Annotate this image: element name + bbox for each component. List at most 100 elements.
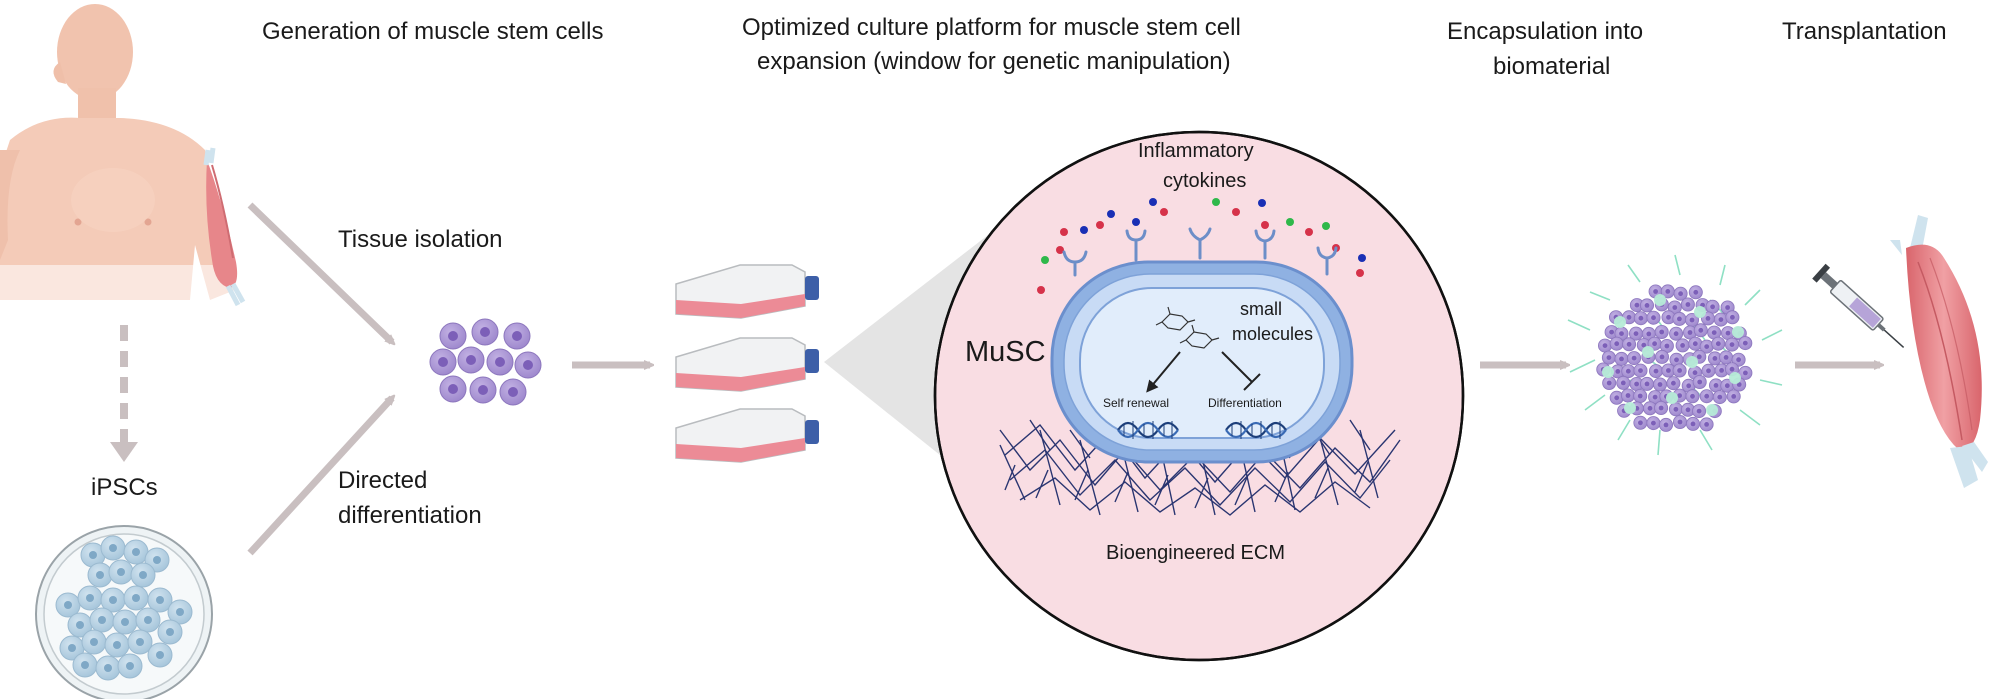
muscle-icon [1890, 215, 1988, 488]
encapsulated-cell-nucleus [1743, 370, 1748, 376]
encapsulated-cell-nucleus [1663, 422, 1669, 428]
encapsulated-cell-nucleus [1690, 393, 1695, 399]
encapsulated-cell-nucleus [1715, 341, 1721, 347]
encapsulated-cell-nucleus [1671, 380, 1676, 386]
muscle-stem-cell-cluster [429, 318, 542, 406]
encapsulated-cell-nucleus [1736, 382, 1742, 387]
heading-transplantation: Transplantation [1782, 18, 1947, 45]
label-directed-line2: differentiation [338, 502, 482, 529]
heading-generation: Generation of muscle stem cells [262, 18, 604, 45]
encapsulated-cell-nucleus [1687, 330, 1693, 335]
label-small-molecules-line2: molecules [1232, 324, 1314, 344]
encapsulated-cell-nucleus [1705, 316, 1711, 321]
encapsulated-cell-nucleus [1725, 330, 1731, 336]
encapsulated-cell-nucleus [1641, 342, 1647, 348]
encapsulated-cell-nucleus [1697, 379, 1703, 385]
encapsulated-cell-nucleus [1730, 314, 1735, 320]
encapsulated-cell-nucleus [1646, 331, 1652, 337]
encapsulated-cell-nucleus [1647, 405, 1653, 411]
label-inflammatory-line2: cytokines [1163, 170, 1247, 192]
label-bioengineered-ecm: Bioengineered ECM [1106, 542, 1285, 564]
encapsulated-cell-nucleus [1614, 341, 1620, 347]
encapsulated-cell-nucleus [1674, 357, 1679, 363]
encapsulated-cell-nucleus [1689, 317, 1695, 323]
encapsulated-cell-nucleus [1633, 331, 1639, 336]
encapsulated-cell-nucleus [1678, 291, 1683, 297]
encapsulated-cell-nucleus [1673, 406, 1679, 412]
encapsulated-cell-nucleus [1665, 289, 1671, 294]
encapsulated-cell-nucleus [1666, 368, 1671, 373]
encapsulated-cell-nucleus [1712, 356, 1718, 361]
gel-nodes [1602, 294, 1744, 416]
encapsulated-cell-nucleus [1724, 383, 1730, 389]
encapsulated-cell-nucleus [1602, 343, 1608, 348]
musc-nucleus [1079, 287, 1325, 439]
encapsulated-cell-nucleus [1619, 331, 1624, 336]
encapsulated-cell-nucleus [1677, 316, 1682, 322]
encapsulated-cell-nucleus [1696, 408, 1702, 414]
encapsulated-cell-nucleus [1723, 355, 1729, 360]
encapsulated-cell-nucleus [1606, 380, 1612, 386]
encapsulated-cell-nucleus [1638, 420, 1643, 426]
syringe-icon [1812, 263, 1905, 349]
encapsulated-cell-nucleus [1680, 343, 1685, 348]
arrow-directed-differentiation [247, 398, 392, 556]
encapsulated-cell-nucleus [1677, 419, 1683, 425]
encapsulated-cell-nucleus [1685, 302, 1691, 307]
encapsulated-cell-nucleus [1711, 330, 1717, 335]
encapsulated-cell-nucleus [1619, 356, 1624, 362]
encapsulated-cell-nucleus [1704, 344, 1710, 349]
encapsulated-cell-nucleus [1634, 381, 1639, 387]
human-silhouette-icon [0, 4, 246, 315]
encapsulated-cell-nucleus [1631, 355, 1637, 361]
dna-icon [1117, 421, 1179, 439]
self-renewal-arrow [1146, 351, 1181, 393]
label-directed-line1: Directed [338, 467, 428, 494]
encapsulated-cell-nucleus [1652, 394, 1658, 400]
encapsulated-cell-nucleus [1634, 302, 1640, 308]
heading-culture-line1: Optimized culture platform for muscle st… [742, 14, 1241, 41]
label-tissue-isolation: Tissue isolation [338, 226, 503, 253]
encapsulated-cell-nucleus [1742, 340, 1748, 346]
encapsulated-cell-nucleus [1615, 369, 1621, 374]
encapsulated-cell-nucleus [1710, 304, 1715, 310]
label-small-molecules-line1: small [1240, 299, 1283, 319]
encapsulated-cell-nucleus [1620, 380, 1626, 386]
label-musc: MuSC [965, 336, 1046, 368]
encapsulated-cell-nucleus [1657, 382, 1663, 387]
encapsulated-cell-nucleus [1704, 422, 1709, 427]
encapsulated-cell-nucleus [1614, 395, 1620, 401]
encapsulated-cell-gel [1567, 254, 1783, 456]
encapsulated-cell-nucleus [1690, 421, 1696, 427]
encapsulated-cell-nucleus [1685, 407, 1691, 413]
encapsulated-cell-nucleus [1658, 405, 1664, 411]
encapsulated-cell-nucleus [1698, 327, 1704, 333]
encapsulated-cell-nucleus [1706, 368, 1711, 374]
encapsulated-cell-nucleus [1625, 368, 1631, 374]
petri-dish-icon [35, 525, 213, 699]
encapsulated-cell-nucleus [1653, 289, 1658, 294]
heading-encapsulation-line1: Encapsulation into [1447, 18, 1644, 45]
label-inflammatory-line1: Inflammatory [1138, 140, 1254, 162]
encapsulated-cell-nucleus [1638, 368, 1643, 373]
encapsulated-cell-nucleus [1651, 315, 1656, 321]
encapsulated-cell-nucleus [1644, 303, 1650, 308]
label-self-renewal: Self renewal [1103, 396, 1170, 410]
musc-zoom-circle [933, 130, 1465, 662]
encapsulated-cell-nucleus [1677, 393, 1682, 398]
encapsulated-cell-nucleus [1653, 368, 1659, 374]
encapsulated-cell-nucleus [1692, 370, 1698, 376]
encapsulated-cell-nucleus [1718, 317, 1724, 322]
encapsulated-cell-nucleus [1729, 342, 1735, 347]
encapsulated-cell-nucleus [1666, 314, 1671, 320]
encapsulated-cell-nucleus [1731, 394, 1737, 399]
differentiation-inhibition [1221, 351, 1261, 391]
encapsulated-cell-nucleus [1659, 329, 1665, 335]
arrow-tissue-isolation [247, 202, 392, 342]
encapsulated-cell-nucleus [1664, 343, 1670, 349]
encapsulated-cell-nucleus [1609, 329, 1614, 335]
encapsulated-cell-nucleus [1659, 354, 1665, 360]
encapsulated-cell-nucleus [1696, 354, 1702, 360]
label-differentiation: Differentiation [1208, 396, 1282, 410]
